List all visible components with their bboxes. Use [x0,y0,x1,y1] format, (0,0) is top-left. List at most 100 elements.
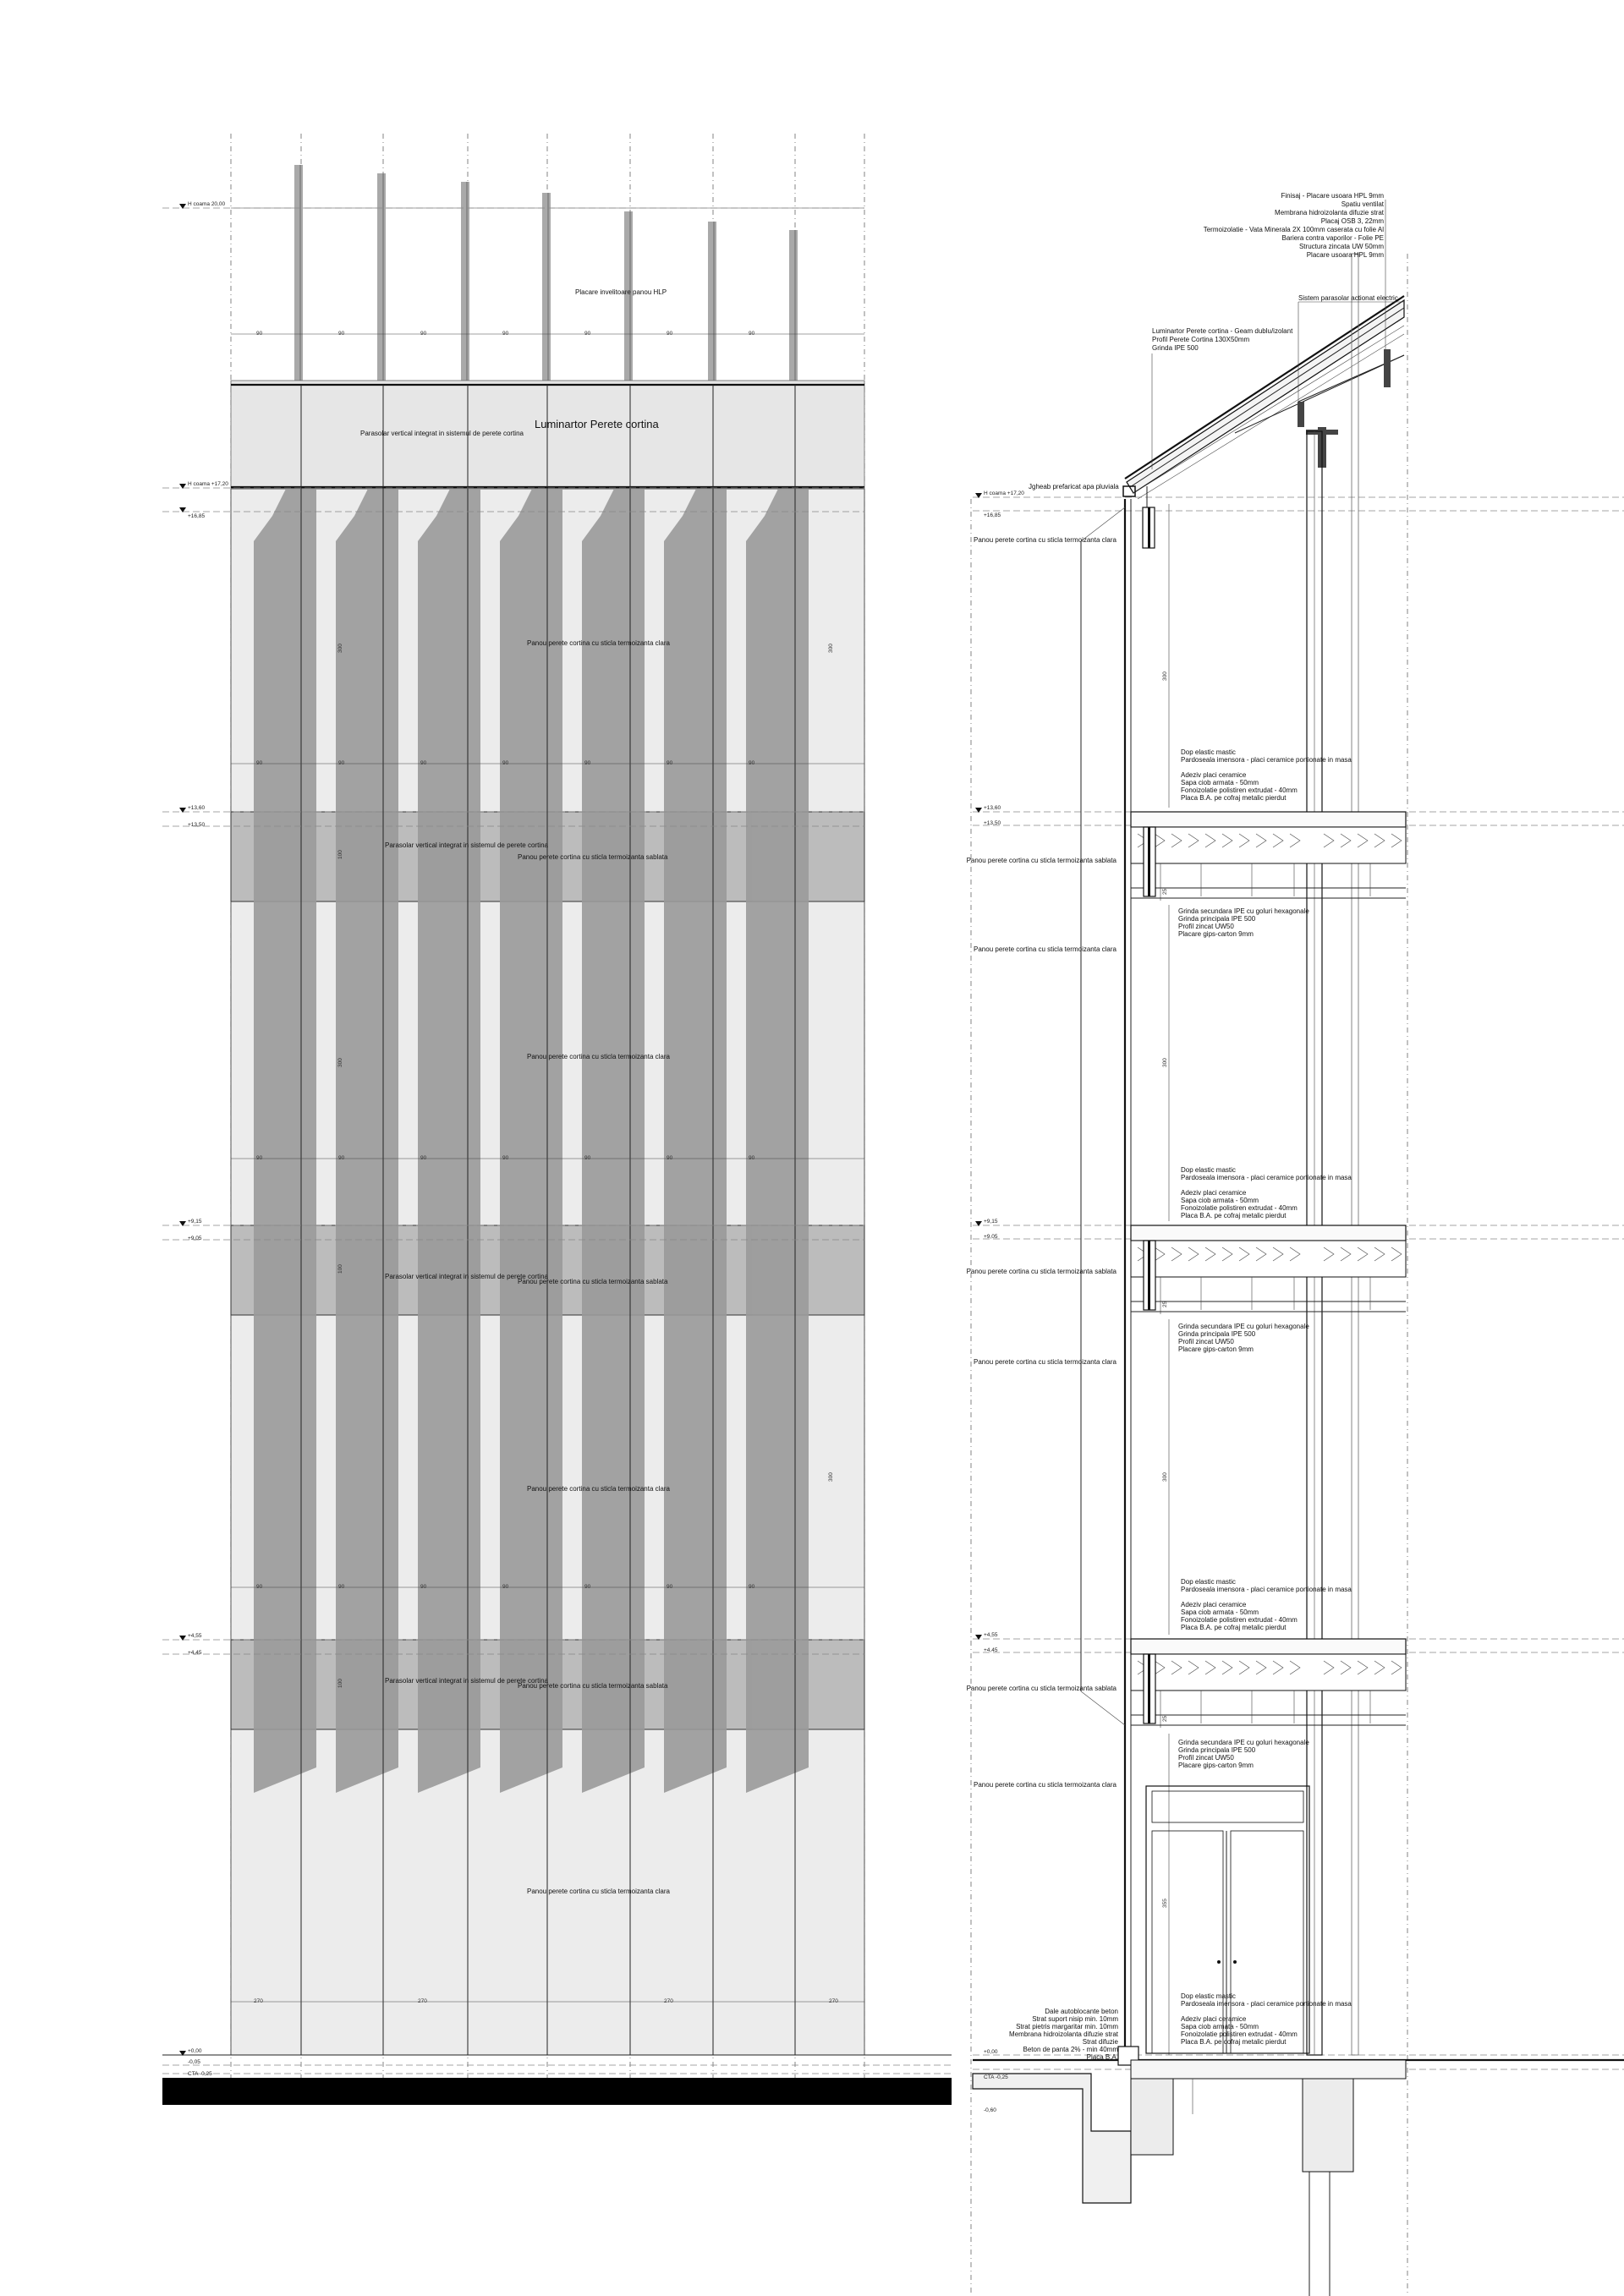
floor-slab-2 [1130,1225,1407,1314]
ground-spec-line: Membrana hidroizolanta difuzie strat [1009,2030,1119,2038]
dim-label: 90 [749,1584,755,1590]
floor-spec-line: Dop elastic mastic [1181,748,1236,756]
level-sub-label: +4,45 [188,1650,202,1656]
roof-layer-line: Placare usoara HPL 9mm [1307,251,1385,259]
skylight-title: Luminartor Perete cortina [535,418,659,430]
section-level-floor-1: +4,55 +4,45 [975,1632,998,1653]
roof-layer-line: Structura zincata UW 50mm [1299,243,1384,250]
floor-spec-ground: Dop elastic mastic Pardoseala imensora -… [1181,1992,1352,2046]
dim-label: 270 [254,1998,263,2004]
dim-label: 100 [337,1679,343,1688]
dim-label: 90 [502,1155,509,1161]
floor-spec-line: Pardoseala imensora - placi ceramice por… [1181,1586,1352,1593]
dim-label: 90 [420,1584,427,1590]
louver-note-1: Parasolar vertical integrat in sistemul … [385,841,549,849]
louver-note-top: Parasolar vertical integrat in sistemul … [360,430,524,437]
level-label: H coama +17,20 [984,490,1024,496]
dim-label: 90 [420,760,427,766]
section-vertical-dims: 300 300 300 355 25 25 25 [1162,671,1168,1908]
floor-spec-line: Pardoseala imensora - placi ceramice por… [1181,1174,1352,1181]
section-level-floor-3: +13,60 +13,50 [975,805,1001,826]
dim-label: 90 [338,760,345,766]
dim-label: 90 [502,760,509,766]
dim-label: 90 [338,1584,345,1590]
ceiling-spec-line: Placare gips-carton 9mm [1178,930,1254,938]
wall-section: H coama +17,20 +16,85 +13,60 +13,50 +9,1… [967,192,1624,2296]
ceiling-spec-2: Grinda secundara IPE cu goluri hexagonal… [1178,1323,1309,1353]
facade-elevation: H coama 20,00 H coama +17,20 +16,85 +13,… [162,134,952,2105]
section-level-ground: +0,00 CTA -0,25 -0,60 [984,2049,1008,2113]
dim-label: 100 [337,1264,343,1274]
ceiling-spec-line: Grinda principala IPE 500 [1178,915,1256,923]
floor-slab-1 [1130,811,1407,901]
section-level-roof: H coama +17,20 +16,85 [975,490,1024,518]
level-sub-label: +13,50 [984,820,1001,826]
elevation-level-lines [162,207,864,1655]
ceiling-spec-line: Placare gips-carton 9mm [1178,1762,1254,1769]
module-dims-row-3: 90 90 90 90 90 90 90 [256,1155,755,1161]
level-label: +4,55 [984,1632,998,1638]
ground-spec-line: Beton de panta 2% - min 40mm [1023,2046,1118,2053]
panel-clear-label-3: Panou perete cortina cu sticla termoizan… [527,1485,671,1493]
inner-column [1306,253,1359,2056]
dim-label: 300 [828,1472,834,1482]
dim-label: 25 [1162,1301,1168,1307]
roof-layer-line: Termoizolatie - Vata Minerala 2X 100mm c… [1204,226,1385,233]
ceiling-spec-line: Profil zincat UW50 [1178,1338,1234,1345]
level-sub-label: +13,50 [188,822,205,828]
ground-spec-line: Placa B.A. [1087,2053,1118,2061]
level-marker-roof-1: H coama 20,00 [179,201,225,209]
floor-spec-line: Adeziv placi ceramice [1181,2015,1247,2023]
level-marker-floor-2: +9,15 +9,05 [179,1219,202,1241]
dim-label: 90 [256,331,263,337]
floor-spec-line: Sapa ciob armata - 50mm [1181,779,1259,786]
panel-clear-label: Panou perete cortina cu sticla termoizan… [974,536,1117,544]
panel-clear-label-2: Panou perete cortina cu sticla termoizan… [527,1053,671,1060]
section-level-lines [973,496,1624,2070]
level-marker-floor-1: +4,55 +4,45 [179,1633,202,1656]
floor-spec-2: Dop elastic mastic Pardoseala imensora -… [1181,1166,1352,1219]
skylight-spec-line: Luminartor Perete cortina - Geam dublu/i… [1152,327,1293,335]
floor-spec-line: Fonoizolatie polistiren extrudat - 40mm [1181,2030,1298,2038]
floor-spec-line: Fonoizolatie polistiren extrudat - 40mm [1181,1204,1298,1212]
floor-spec-line: Placa B.A. pe cofraj metalic pierdut [1181,1624,1287,1631]
shading-system-label: Sistem parasolar actionat electric [1298,294,1398,302]
dim-label: 90 [420,331,427,337]
skylight-spec: Luminartor Perete cortina - Geam dublu/i… [1152,327,1293,352]
panel-sandblasted-label-3: Panou perete cortina cu sticla termoizan… [518,1682,668,1690]
floor-slab-3 [1130,1638,1407,1728]
panel-clear-label: Panou perete cortina cu sticla termoizan… [974,1781,1117,1789]
dim-label: 300 [337,644,343,653]
panel-sandblasted-label: Panou perete cortina cu sticla termoizan… [967,1685,1117,1692]
louver-note-3: Parasolar vertical integrat in sistemul … [385,1677,549,1685]
roof-layer-line: Bariera contra vaporilor - Folie PE [1282,234,1385,242]
level-label: +4,55 [188,1633,202,1639]
roof-layers-spec: Finisaj - Placare usoara HPL 9mm Spatiu … [1204,192,1385,259]
level-sub-label: +9,05 [984,1234,998,1240]
level-marker-roof-2: H coama +17,20 [179,481,228,489]
panel-clear-label-1: Panou perete cortina cu sticla termoizan… [527,639,671,647]
module-dims-row-2: 90 90 90 90 90 90 90 [256,760,755,766]
dim-label: 90 [667,331,673,337]
level-label: +13,60 [984,805,1001,811]
level-label: CTA -0,25 [188,2071,212,2077]
dim-label: 25 [1162,888,1168,895]
module-dims-row-4: 90 90 90 90 90 90 90 [256,1584,755,1590]
skylight-spec-line: Grinda IPE 500 [1152,344,1199,352]
floor-spec-line: Adeziv placi ceramice [1181,771,1247,779]
dim-label: 90 [749,760,755,766]
panel-sandblasted-label: Panou perete cortina cu sticla termoizan… [967,1268,1117,1275]
floor-spec-1: Dop elastic mastic Pardoseala imensora -… [1181,748,1352,802]
ceiling-spec-line: Grinda secundara IPE cu goluri hexagonal… [1178,1739,1309,1746]
ceiling-spec-line: Profil zincat UW50 [1178,1754,1234,1762]
floor-spec-line: Fonoizolatie polistiren extrudat - 40mm [1181,786,1298,794]
level-label: +13,60 [188,805,205,811]
ground-spec-line: Strat suport nisip min. 10mm [1032,2015,1118,2023]
ground-spec-line: Strat pietris margaritar min. 10mm [1016,2023,1118,2030]
panel-clear-label: Panou perete cortina cu sticla termoizan… [974,1358,1117,1366]
roof-beam [1142,507,1155,549]
dim-label: 270 [418,1998,427,2004]
ceiling-spec-line: Profil zincat UW50 [1178,923,1234,930]
ground-foundation [972,2046,1624,2296]
